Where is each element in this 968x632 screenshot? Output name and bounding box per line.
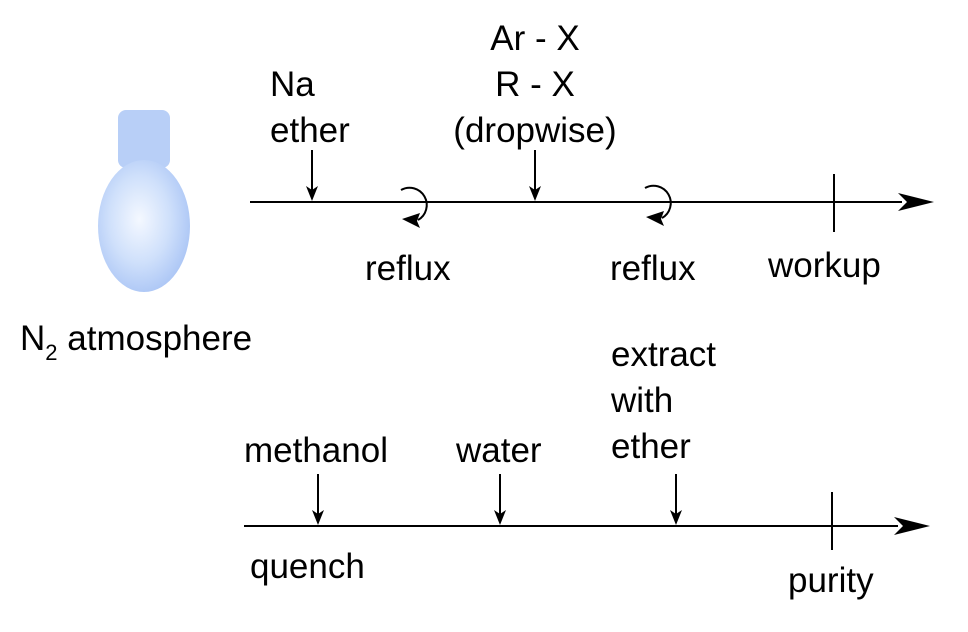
step-arrow-water <box>494 474 506 525</box>
reflux-icon-1 <box>400 186 428 228</box>
reflux-icon-2 <box>644 184 672 226</box>
step-line: ether <box>270 111 350 150</box>
flask-label-subscript: 2 <box>45 340 58 365</box>
step-label-na-ether: Na ether <box>270 62 350 154</box>
flask-label: N2 atmosphere <box>20 318 253 365</box>
step-label-water: water <box>456 431 542 470</box>
flask-icon <box>98 110 190 292</box>
flask-label-rest: atmosphere <box>57 319 253 358</box>
timeline-1-arrowhead <box>898 193 934 211</box>
step-label-methanol: methanol <box>244 431 388 470</box>
step-arrow-extract <box>670 474 682 525</box>
purity-label: purity <box>788 561 874 600</box>
step-line: with <box>611 381 674 420</box>
step-label-extract: extract with ether <box>611 332 716 470</box>
flask-label-main: N <box>20 319 46 358</box>
step-arrow-methanol <box>312 474 324 525</box>
step-label-arx: Ar - X R - X (dropwise) <box>440 16 630 154</box>
step-arrow-arx <box>529 150 541 201</box>
step-line: extract <box>611 335 717 374</box>
flask-neck <box>118 110 170 168</box>
step-line: Ar - X <box>490 19 580 58</box>
timeline-2-arrowhead <box>894 517 930 535</box>
quench-label: quench <box>250 547 365 586</box>
flask-body <box>98 160 190 292</box>
timeline-1 <box>250 150 934 232</box>
workup-label: workup <box>768 246 881 285</box>
step-arrow-na-ether <box>306 150 318 201</box>
step-line: ether <box>611 427 691 466</box>
reflux-label-1: reflux <box>365 249 451 288</box>
step-line: R - X <box>495 65 575 104</box>
reflux-label-2: reflux <box>610 249 696 288</box>
timeline-2 <box>244 474 930 550</box>
step-line: (dropwise) <box>453 111 617 150</box>
step-line: Na <box>270 65 315 104</box>
